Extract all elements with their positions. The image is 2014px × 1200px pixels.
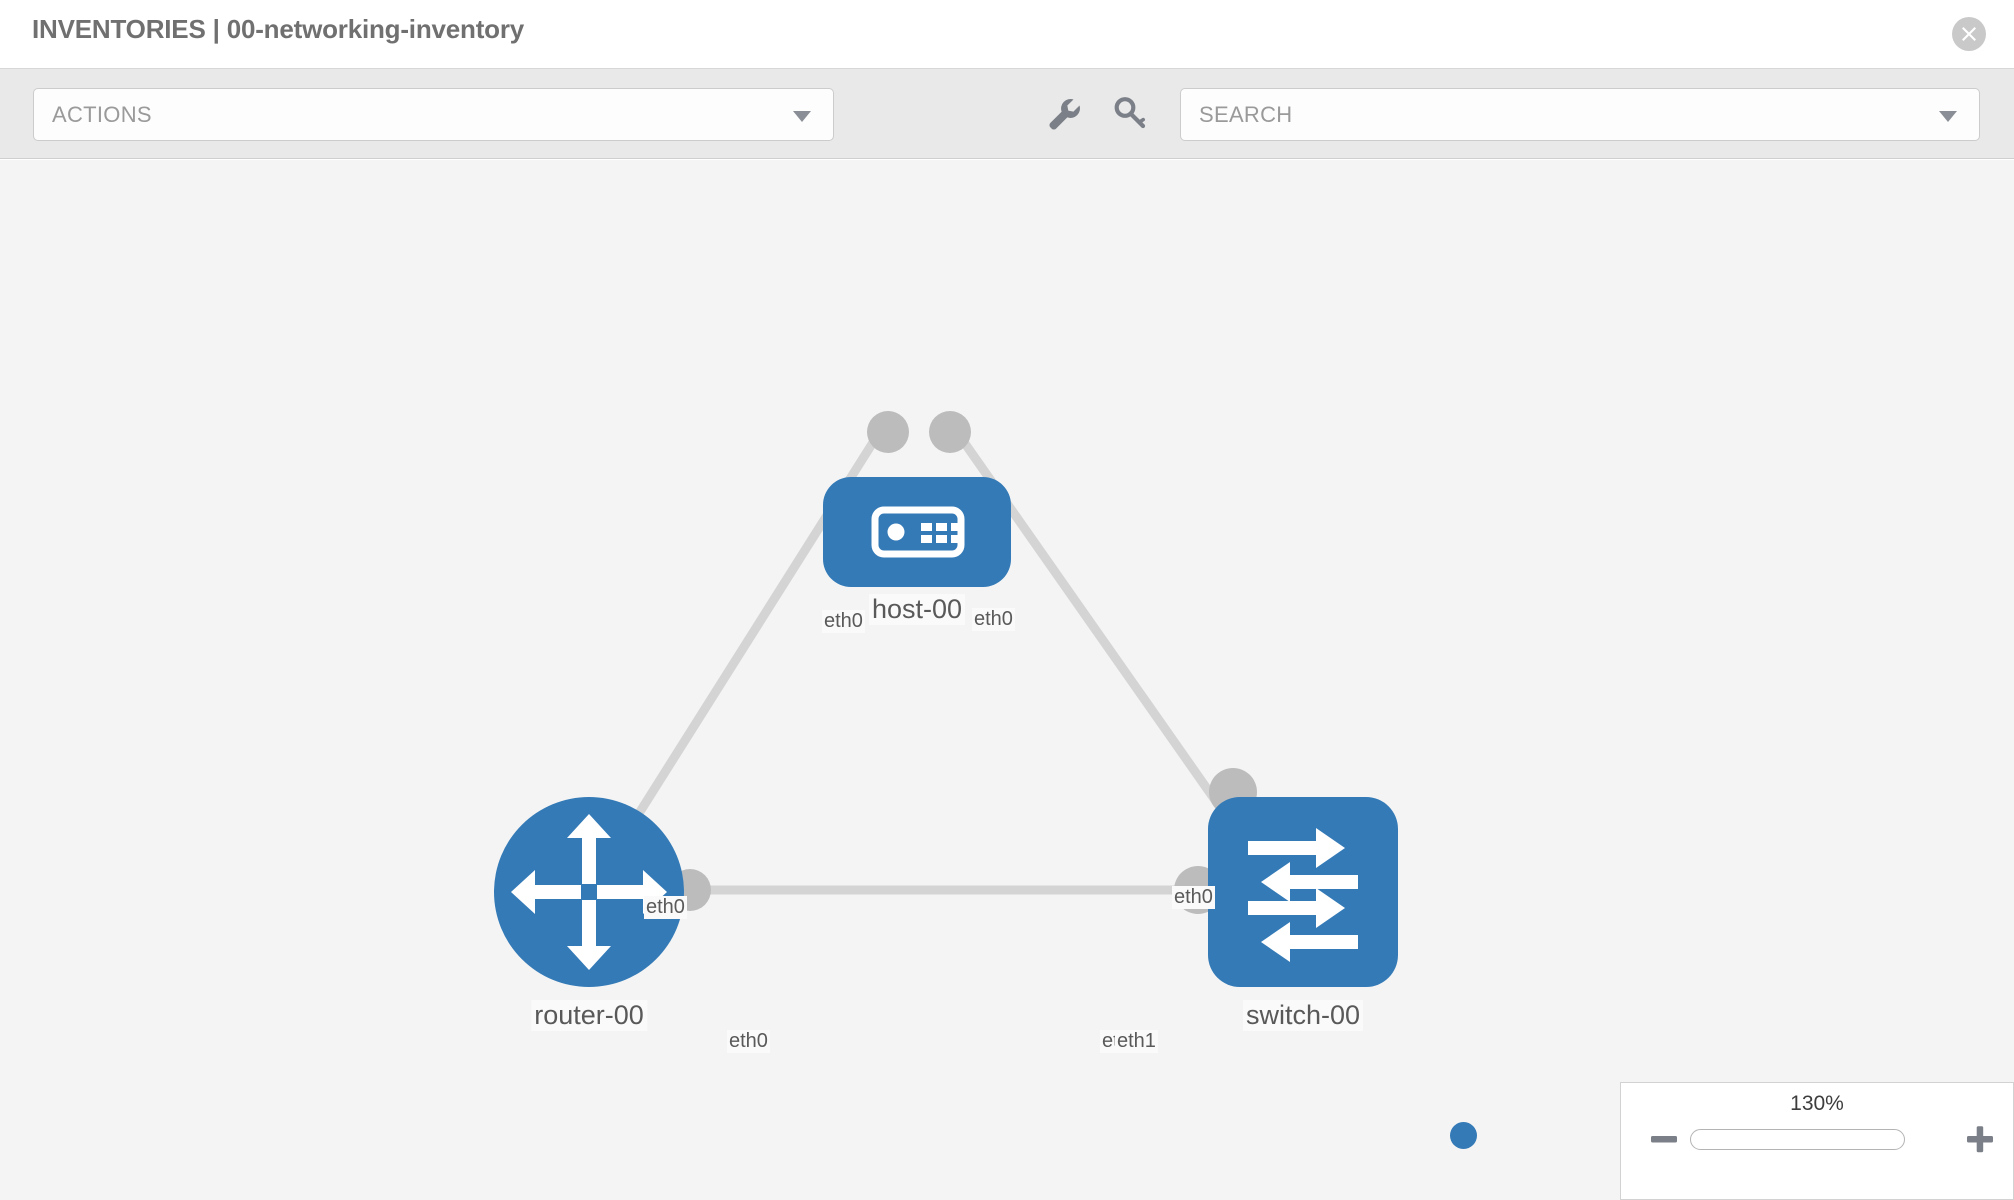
zoom-control-panel: 130%	[1620, 1082, 2014, 1200]
node-switch-00	[1208, 797, 1398, 987]
zoom-level-label: 130%	[1790, 1092, 1844, 1115]
chevron-down-icon	[793, 111, 811, 122]
topology-graph	[494, 411, 1398, 987]
zoom-slider-handle[interactable]	[1450, 1122, 1477, 1149]
chevron-down-icon[interactable]	[1939, 111, 1957, 122]
wrench-icon[interactable]	[1043, 93, 1085, 135]
bidirectional-arrows-switch-icon	[1248, 828, 1358, 962]
minus-icon[interactable]	[1649, 1124, 1679, 1154]
key-icon[interactable]	[1110, 93, 1152, 135]
node-host-00	[823, 477, 1011, 587]
search-placeholder: SEARCH	[1199, 102, 1293, 127]
port-circle-host00-right	[929, 411, 971, 453]
server-appliance-icon	[871, 506, 965, 558]
node-router-00	[494, 797, 684, 987]
plus-icon[interactable]	[1965, 1124, 1995, 1154]
topology-canvas[interactable]: host-00 router-00 switch-00 eth0 eth0 et…	[0, 160, 2014, 1200]
four-arrows-router-icon	[511, 814, 667, 970]
zoom-slider[interactable]	[1690, 1129, 1905, 1150]
page-title: INVENTORIES | 00-networking-inventory	[32, 14, 525, 44]
actions-dropdown[interactable]: ACTIONS	[33, 88, 834, 141]
actions-dropdown-label: ACTIONS	[52, 102, 152, 127]
page-header: INVENTORIES | 00-networking-inventory	[0, 0, 2014, 69]
toolbar: ACTIONS SEARCH	[0, 69, 2014, 159]
port-circle-host00-left	[867, 411, 909, 453]
close-icon[interactable]	[1952, 17, 1986, 51]
search-input[interactable]: SEARCH	[1180, 88, 1980, 141]
